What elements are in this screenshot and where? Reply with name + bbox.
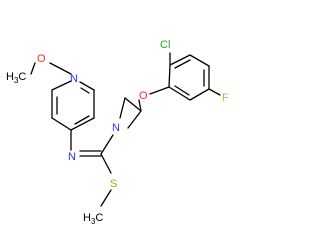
molecule-diagram: H3C O N N N O Cl F S H3C: [6, 39, 229, 226]
pyridine-nitrogen-label: N: [70, 73, 78, 85]
thio-methyl-label: H3C: [83, 212, 103, 226]
azetidine-nitrogen-label: N: [112, 122, 120, 134]
fluorine-label: F: [222, 92, 229, 104]
pyridine-ring: [51, 80, 95, 131]
phenyl-ring: [168, 54, 210, 101]
ether-oxygen-label: O: [139, 90, 148, 102]
imine-nitrogen-label: N: [68, 151, 76, 163]
fluoro-bond: [208, 88, 221, 96]
sulfur-label: S: [110, 178, 117, 190]
ether-link: [138, 86, 170, 112]
azetidine-ring: [119, 97, 142, 129]
thioimidate-group: [100, 134, 114, 207]
methoxy-group: [30, 62, 72, 75]
methoxy-oxygen-label: O: [37, 53, 46, 65]
imine-linkage: [70, 129, 102, 157]
methoxy-methyl-label: H3C: [6, 71, 26, 85]
chlorine-label: Cl: [160, 39, 170, 51]
